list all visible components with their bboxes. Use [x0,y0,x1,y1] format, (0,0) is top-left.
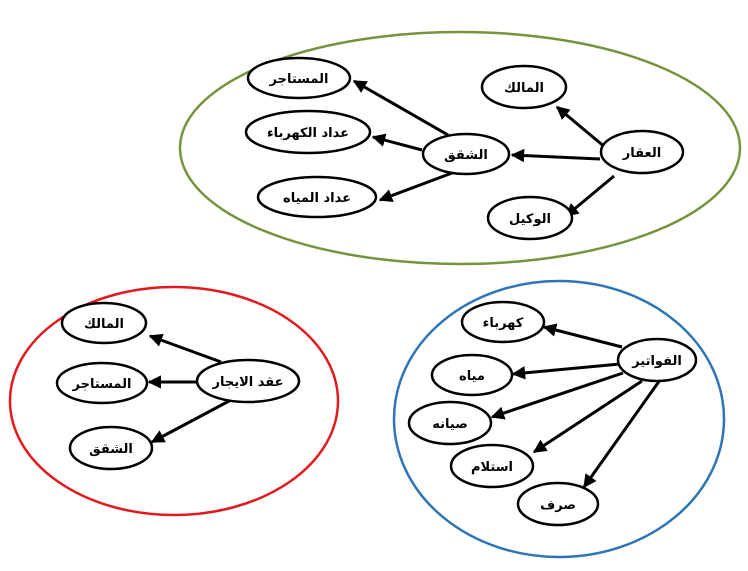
node-property-hub-label: العقار [622,146,661,161]
node-water: مياه [430,353,514,397]
node-lease-hub: عقد الايجار [195,358,301,404]
node-apartment: الشقق [421,132,511,176]
edge-bills-maintenance [490,371,624,420]
node-electric-meter-label: عداد الكهرباء [267,126,349,141]
node-agent: الوكيل [486,195,574,241]
node-receipt-label: استلام [471,460,513,475]
node-water-meter: عداد المياه [256,175,378,219]
edge-bills-receipt [532,379,643,454]
node-electricity: كهرباء [460,300,546,344]
edge-property-apartment [510,148,601,163]
node-owner: المالك [480,64,568,110]
edge-apartment-tenant [352,79,449,137]
node-bills-hub: الفواتير [616,337,698,383]
property-group-boundary [178,30,742,266]
edge-bills-water [511,362,621,380]
edge-lease-owner [148,333,222,364]
node-tenant-label: المستاجر [269,72,329,87]
node-apartment-label: الشقق [444,148,488,163]
node-lease-hub-label: عقد الايجار [211,375,283,390]
node-owner-label: المالك [504,81,544,96]
lease-group-boundary [8,285,340,517]
edge-property-owner [555,105,607,150]
edge-bills-electricity [542,323,623,349]
edge-property-agent [564,174,615,218]
node-receipt: استلام [449,443,535,489]
edge-apartment-electric-meter [371,133,423,152]
node-lease-apartment: الشقق [68,425,154,471]
node-agent-label: الوكيل [509,212,551,227]
node-lease-apartment-label: الشقق [89,442,133,457]
lease-group: عقد الايجار المالك المستاجر الشقق [8,285,340,517]
edge-apartment-water-meter [378,171,453,203]
edge-lease-apartment [150,398,232,444]
node-lease-owner-label: المالك [84,317,124,332]
node-lease-tenant-label: المستاجر [72,377,132,392]
node-spend-label: صرف [540,498,576,513]
node-bills-hub-label: الفواتير [631,354,682,369]
property-group: العقار المالك الوكيل الشقق المستاجر عداد… [178,30,742,266]
node-lease-owner: المالك [60,301,148,345]
node-electric-meter: عداد الكهرباء [244,109,372,155]
edge-bills-spend [582,379,662,489]
bills-group-boundary [392,279,726,559]
node-water-meter-label: عداد المياه [283,191,351,206]
node-tenant: المستاجر [246,56,352,100]
node-spend: صرف [516,481,600,527]
node-maintenance: صيانه [407,400,493,446]
node-property-hub: العقار [599,129,685,175]
node-lease-tenant: المستاجر [55,361,149,405]
bills-group: الفواتير كهرباء مياه صيانه استلام صرف [392,279,726,559]
node-water-label: مياه [459,369,485,384]
node-electricity-label: كهرباء [483,316,524,331]
node-maintenance-label: صيانه [432,417,468,432]
